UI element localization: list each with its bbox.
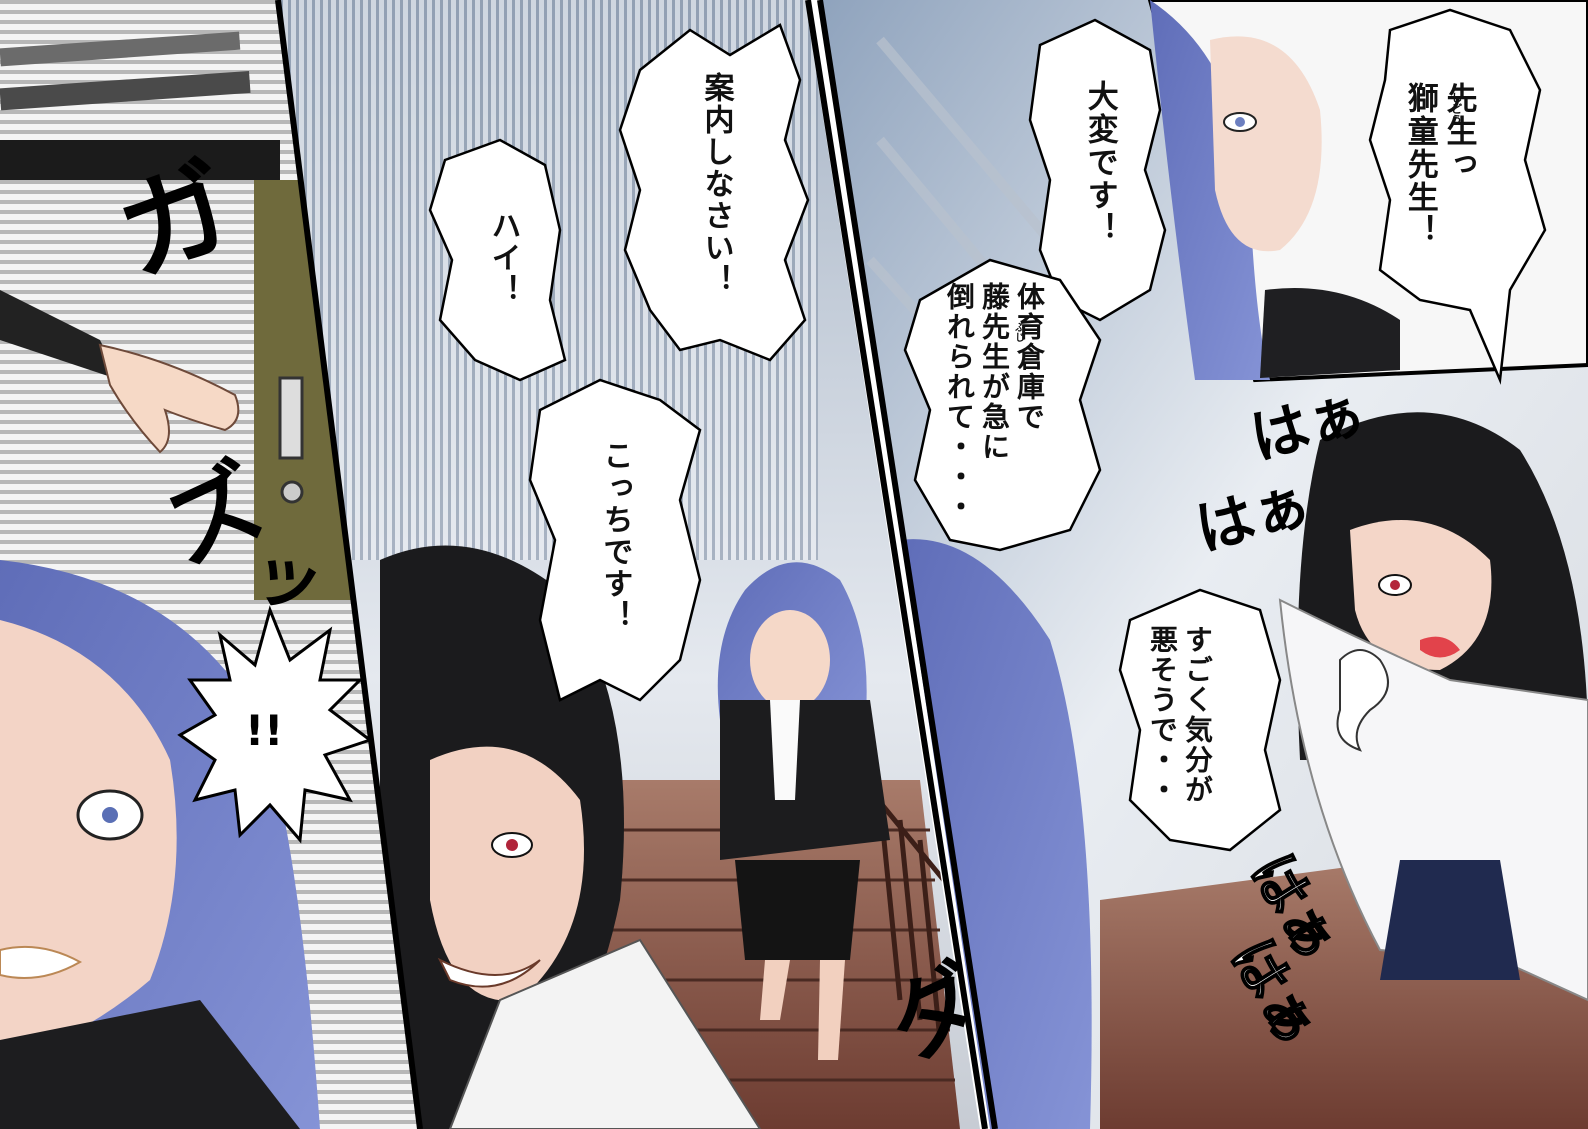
bubble-kibun-outline	[1118, 588, 1282, 852]
panting-girl-eye	[1390, 580, 1400, 590]
dark-jacket	[0, 1000, 300, 1129]
bubble-kibun-text: すごく気分が 悪そうで・・	[1146, 625, 1214, 805]
panting-girl-face	[1350, 520, 1492, 670]
ceiling-shadow	[0, 140, 280, 180]
exclaim-text: !!	[245, 706, 283, 755]
running-woman-jacket	[720, 700, 890, 860]
breath-puff	[1336, 649, 1389, 752]
furigana-shidou: しどう	[1449, 92, 1463, 125]
grin	[437, 957, 541, 988]
suit-sleeve	[0, 290, 120, 380]
bubble-annai-text: 案内しなさい！	[698, 72, 734, 296]
bubble-kocchi-text: こっちです！	[597, 440, 633, 632]
clenched-teeth	[0, 945, 83, 980]
furigana-fuji: ふじ	[1012, 322, 1024, 342]
bubble-taihen-text: 大変です！	[1081, 80, 1118, 245]
dark-hair-girl-face	[430, 746, 584, 1001]
school-shirt	[448, 938, 762, 1129]
running-woman-skirt	[735, 860, 860, 960]
bubble-hai-outline	[428, 138, 567, 382]
inset-woman-face	[1210, 36, 1322, 252]
panting-girl-skirt	[1380, 860, 1520, 980]
bubble-sensei-outline	[1368, 8, 1547, 385]
panel-borders	[275, 0, 998, 1129]
running-woman-shirt	[770, 700, 800, 800]
exclaim-burst	[177, 605, 374, 844]
reaching-hand	[98, 343, 240, 454]
inset-woman-hair	[1150, 0, 1270, 380]
bubble-taihen-outline	[1028, 18, 1167, 322]
bubble-kocchi-outline	[528, 378, 702, 702]
inset-woman-jacket	[1260, 288, 1400, 378]
panting-girl-mouth	[1420, 636, 1460, 658]
bubble-soko-outline	[903, 258, 1102, 552]
red-eye	[506, 839, 518, 851]
running-woman-face	[750, 610, 830, 710]
bubble-sensei-text: 先生っ 獅童先生！	[1401, 82, 1477, 247]
bubble-annai-outline	[618, 23, 810, 362]
bubble-soko-text: 体育倉庫で 藤先生が急に 倒れられて・・・	[943, 282, 1046, 522]
door-window	[278, 376, 304, 460]
bubble-hai-text: ハイ！	[485, 210, 521, 306]
door-knob	[280, 480, 304, 504]
